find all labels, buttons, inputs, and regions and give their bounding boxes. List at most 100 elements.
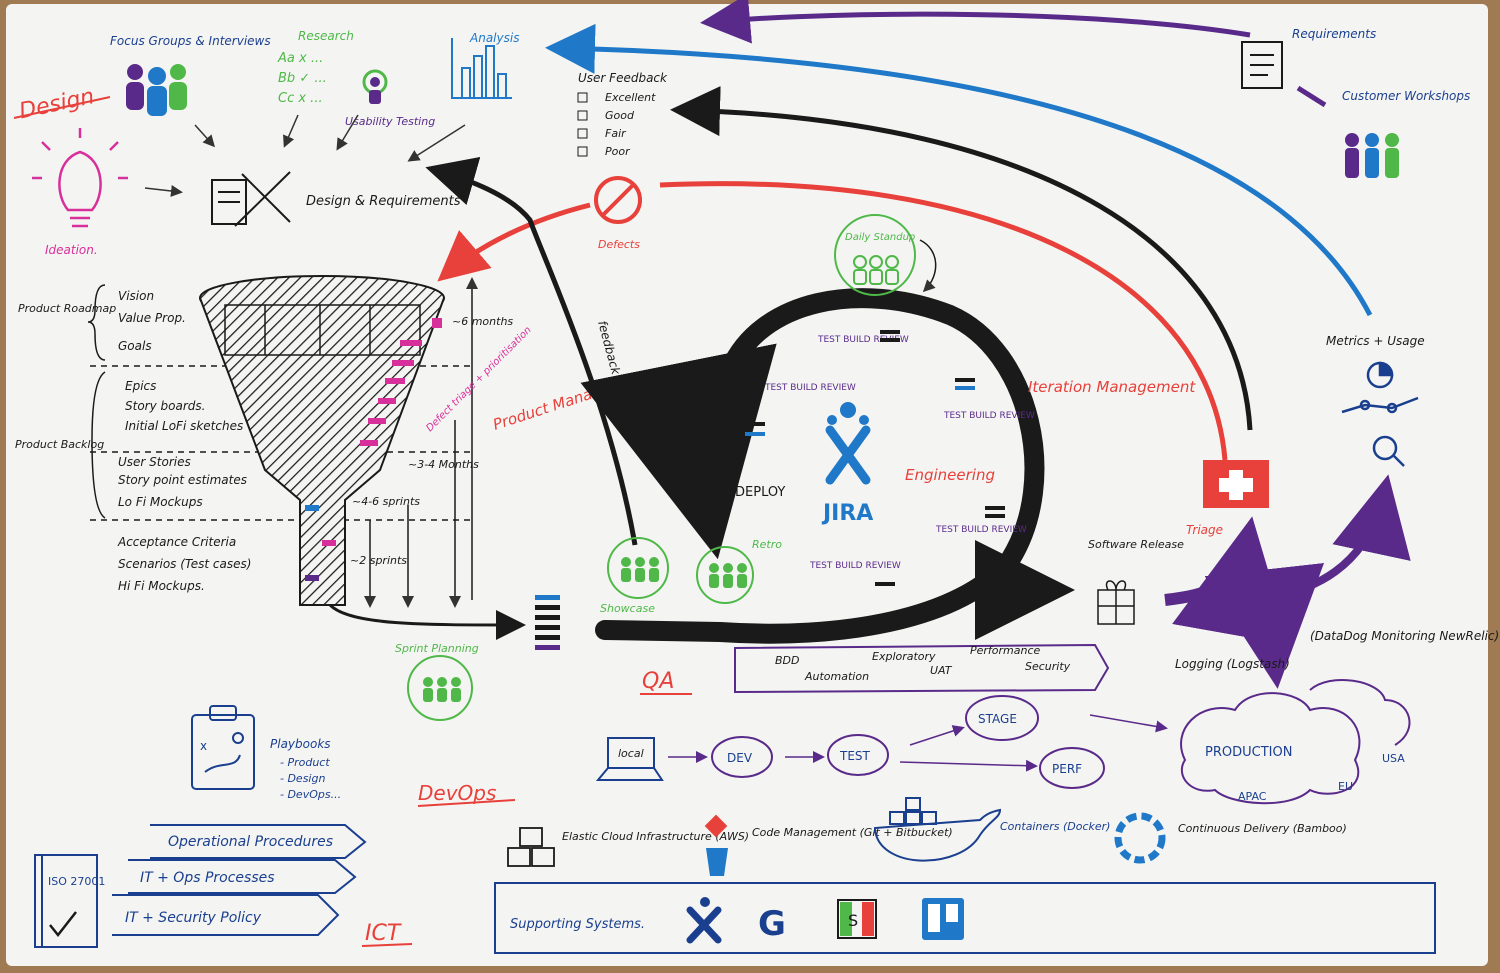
google-icon: G [758,904,786,944]
research-rows: Aa x ... Bb ✓ ... Cc x ... [277,51,327,106]
svg-text:Hi Fi Mockups.: Hi Fi Mockups. [118,579,205,593]
metrics-usage-label: Metrics + Usage [1326,334,1425,348]
svg-text:BDD: BDD [775,654,800,667]
release-to-production-arrow [1199,562,1324,689]
svg-text:Acceptance Criteria: Acceptance Criteria [117,535,236,549]
svg-text:TEST BUILD REVIEW: TEST BUILD REVIEW [943,411,1035,421]
ict-banners [112,824,367,936]
usability-label: Usability Testing [345,115,435,128]
svg-text:Poor: Poor [605,145,631,158]
svg-text:TEST BUILD REVIEW: TEST BUILD REVIEW [935,525,1027,535]
region-labels: APAC EU USA [1238,752,1405,803]
release-package-icon [1097,580,1135,625]
sprint-backlog-stack [535,595,560,650]
metrics-icons [1341,361,1419,467]
svg-text:TEST BUILD REVIEW: TEST BUILD REVIEW [817,335,909,345]
qa-items: BDD Automation Exploratory UAT Performan… [775,644,1071,683]
roadmap-group-2: Epics Story boards. Initial LoFi sketche… [125,379,243,433]
pipeline-arrows [668,714,1168,772]
svg-text:Excellent: Excellent [605,91,656,104]
svg-text:Lo Fi Mockups: Lo Fi Mockups [118,495,203,509]
jira-label: JIRA [821,501,873,526]
iso-book-icon [34,854,98,948]
test-build-review-notes: TEST BUILD REVIEW TEST BUILD REVIEW TEST… [764,335,1035,571]
document-icon [1241,41,1283,89]
black-user-feedback-arrow [670,86,1253,431]
svg-text:TEST BUILD REVIEW: TEST BUILD REVIEW [764,383,856,393]
svg-text:EU: EU [1338,780,1353,793]
daily-standup-label: Daily Standup [845,232,915,243]
four-six-sprints-label: ~4-6 sprints [352,495,420,508]
svg-text:User Stories: User Stories [118,455,191,469]
usability-icon [362,69,388,104]
analysis-label: Analysis [469,31,519,45]
roadmap-group-3: User Stories Story point estimates Lo Fi… [118,455,247,509]
jira-logo [825,402,871,485]
svg-text:PERF: PERF [1052,762,1082,776]
monitoring-label: (DataDog Monitoring NewRelic) [1310,629,1499,643]
no-entry-icon [594,176,642,224]
code-management-label: Code Management (Git + Bitbucket) [752,826,953,839]
elastic-cloud-label: Elastic Cloud Infrastructure (AWS) [562,830,749,843]
svg-text:Cc x ...: Cc x ... [278,91,323,106]
showcase-label: Showcase [600,602,655,615]
purple-requirements-arrow [700,0,1251,44]
svg-text:APAC: APAC [1238,790,1267,803]
people-icon [126,64,187,116]
red-defects-arrow [659,181,1228,461]
lightbulb-icon [32,128,128,228]
svg-text:Goals: Goals [118,339,152,353]
playbooks-label: Playbooks [270,737,331,751]
local-env-label: local [618,747,644,760]
svg-text:Epics: Epics [125,379,156,393]
retro-icon [696,546,754,604]
showcase-icon [607,537,669,599]
logging-label: Logging (Logstash) [1175,657,1290,671]
laptop-icon [595,737,664,781]
svg-text:Fair: Fair [605,127,627,140]
svg-text:Story point estimates: Story point estimates [118,473,247,487]
svg-text:Operational Procedures: Operational Procedures [168,834,333,850]
qa-banner [734,643,1110,694]
ticket-markers [745,330,1005,586]
customer-workshops-label: Customer Workshops [1342,89,1470,103]
supporting-systems-label: Supporting Systems. [510,917,645,932]
bar-chart-icon [451,38,512,99]
software-release-label: Software Release [1088,538,1184,551]
svg-text:Vision: Vision [118,289,154,303]
svg-text:Security: Security [1025,660,1071,673]
svg-text:Performance: Performance [970,644,1041,657]
svg-text:Aa x ...: Aa x ... [277,51,323,66]
svg-text:Story boards.: Story boards. [125,399,205,413]
product-backlog-label: Product Backlog [15,438,104,451]
svg-text:Initial LoFi sketches: Initial LoFi sketches [125,419,243,433]
continuous-delivery-label: Continuous Delivery (Bamboo) [1178,822,1347,835]
svg-text:Good: Good [605,109,635,122]
roadmap-group-4: Acceptance Criteria Scenarios (Test case… [117,535,251,593]
svg-text:USA: USA [1382,752,1405,765]
user-feedback-title: User Feedback [578,71,668,85]
cubes-icon [507,827,555,867]
svg-text:IT + Ops Processes: IT + Ops Processes [140,870,275,886]
engineering-label: Engineering [905,466,995,484]
deploy-label: DEPLOY [735,485,785,500]
svg-text:TEST: TEST [839,749,871,763]
sprint-planning-icon [407,655,473,721]
svg-text:STAGE: STAGE [978,712,1017,726]
backlog-funnel [199,275,445,606]
roadmap-braces [87,284,106,519]
defects-label: Defects [598,238,640,251]
bamboo-cd-icon [1114,812,1166,864]
qa-label: QA [642,669,674,694]
triage-medical-icon [1203,460,1269,508]
triage-label: Triage [1186,523,1223,537]
svg-text:Exploratory: Exploratory [872,650,936,663]
svg-text:x: x [200,739,207,753]
daily-standup-icon [834,214,916,296]
svg-text:- Design: - Design [280,772,325,785]
red-defects-to-funnel-arrow [437,202,591,282]
design-tools-icon [211,171,291,227]
containers-label: Containers (Docker) [1000,820,1110,833]
docker-whale-icon [874,797,1002,862]
